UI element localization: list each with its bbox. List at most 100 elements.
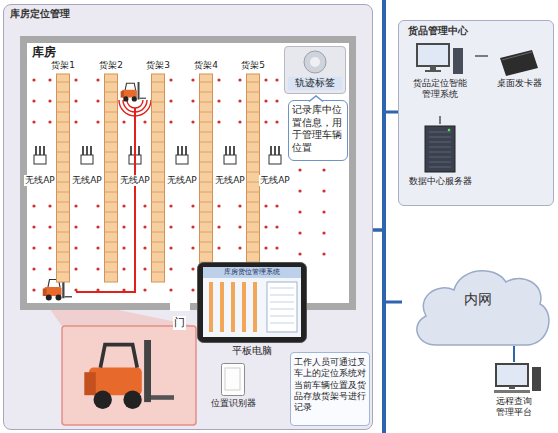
location-dot xyxy=(191,246,194,249)
location-dot xyxy=(169,246,172,249)
shelf-level xyxy=(247,202,260,203)
shelf-level xyxy=(152,132,165,133)
shelf-level xyxy=(105,122,118,123)
location-dot xyxy=(143,204,146,207)
node-text: 远程查询管理平台 xyxy=(493,396,535,419)
shelf-level xyxy=(57,242,70,243)
location-dot xyxy=(298,210,301,213)
location-dot xyxy=(96,204,99,207)
forklift-wheel xyxy=(123,391,141,409)
ap-antenna xyxy=(225,146,227,155)
ap-icon xyxy=(34,146,46,164)
shelf-level xyxy=(152,272,165,273)
tablet-bezel xyxy=(198,263,307,343)
shelf-level xyxy=(200,102,213,103)
location-dot xyxy=(48,78,51,81)
location-dot xyxy=(48,204,51,207)
screen-panel xyxy=(267,282,297,332)
location-dot xyxy=(275,246,278,249)
shelf-level xyxy=(105,222,118,223)
ap-antenna xyxy=(86,146,88,155)
location-dot xyxy=(217,246,220,249)
shelf-level xyxy=(105,92,118,93)
ap-antenna xyxy=(177,146,179,155)
shelf-level xyxy=(152,162,165,163)
forklift-counterweight xyxy=(43,289,47,297)
illustration xyxy=(95,60,127,282)
location-dot xyxy=(143,267,146,270)
forklift-figure xyxy=(121,82,146,102)
monitor xyxy=(417,44,449,66)
location-dot xyxy=(143,246,146,249)
location-dot xyxy=(238,78,241,81)
text-slot: 无线AP xyxy=(69,168,105,187)
card-reader-body xyxy=(500,50,538,76)
keyboard xyxy=(494,390,530,393)
location-dot xyxy=(191,288,194,291)
shelf-level xyxy=(200,112,213,113)
shelf-bar xyxy=(200,74,213,282)
network-cloud: 内网 xyxy=(402,258,554,346)
location-dot xyxy=(169,267,172,270)
shelf-level xyxy=(105,172,118,173)
location-dot xyxy=(32,120,35,123)
shelf-level xyxy=(57,122,70,123)
location-dot xyxy=(32,267,35,270)
location-dot xyxy=(169,288,172,291)
node-text: 库房货位管理系统 xyxy=(203,268,301,277)
text-slot: 门 xyxy=(171,311,187,330)
shelf-level xyxy=(57,272,70,273)
server-slot xyxy=(429,132,451,133)
shelf-level xyxy=(247,132,260,133)
server-slot xyxy=(429,167,451,168)
ap-antenna xyxy=(185,146,187,155)
shelf-level xyxy=(200,82,213,83)
shelf-level xyxy=(247,192,260,193)
shelf-level xyxy=(200,242,213,243)
connector xyxy=(373,230,402,302)
ap-antenna xyxy=(270,146,272,155)
shelf-level xyxy=(200,162,213,163)
ap-antenna xyxy=(39,146,41,155)
shelf-level xyxy=(57,222,70,223)
text-slot: 货架5 xyxy=(237,60,269,71)
shelf-level xyxy=(247,212,260,213)
location-dot xyxy=(32,225,35,228)
shelf-level xyxy=(247,152,260,153)
illustration xyxy=(405,124,475,200)
location-dot xyxy=(275,204,278,207)
shelf-level xyxy=(152,172,165,173)
node-text: 货架1 xyxy=(47,60,79,71)
shelf-level xyxy=(105,182,118,183)
shelf-level xyxy=(152,192,165,193)
track-tag: 轨迹标签 xyxy=(284,46,346,94)
location-dot xyxy=(96,267,99,270)
screen-shelf xyxy=(253,282,257,332)
text-slot: 库房 xyxy=(32,45,72,60)
location-dot xyxy=(217,204,220,207)
location-dot xyxy=(96,78,99,81)
location-dot xyxy=(74,99,77,102)
location-dot xyxy=(264,225,267,228)
server-icon: 数据中心服务器 xyxy=(405,124,475,200)
ap-antenna xyxy=(181,146,183,155)
text-slot: 无线AP xyxy=(117,168,153,187)
server-slot xyxy=(429,162,451,163)
shelf-level xyxy=(152,202,165,203)
node-text: 内网 xyxy=(402,291,554,309)
shelf-level xyxy=(105,102,118,103)
shelf-level xyxy=(200,182,213,183)
tag-icon-core xyxy=(310,57,320,67)
location-dot xyxy=(122,267,125,270)
server-slot xyxy=(429,157,451,158)
node-text: 货架4 xyxy=(190,60,222,71)
location-dot xyxy=(48,99,51,102)
screen-row xyxy=(270,288,294,289)
screen-shelf xyxy=(242,282,246,332)
server-led xyxy=(448,129,451,132)
ap-antenna xyxy=(82,146,84,155)
panel-layout xyxy=(44,301,196,425)
location-dot xyxy=(122,120,125,123)
monitor-base xyxy=(425,70,441,72)
